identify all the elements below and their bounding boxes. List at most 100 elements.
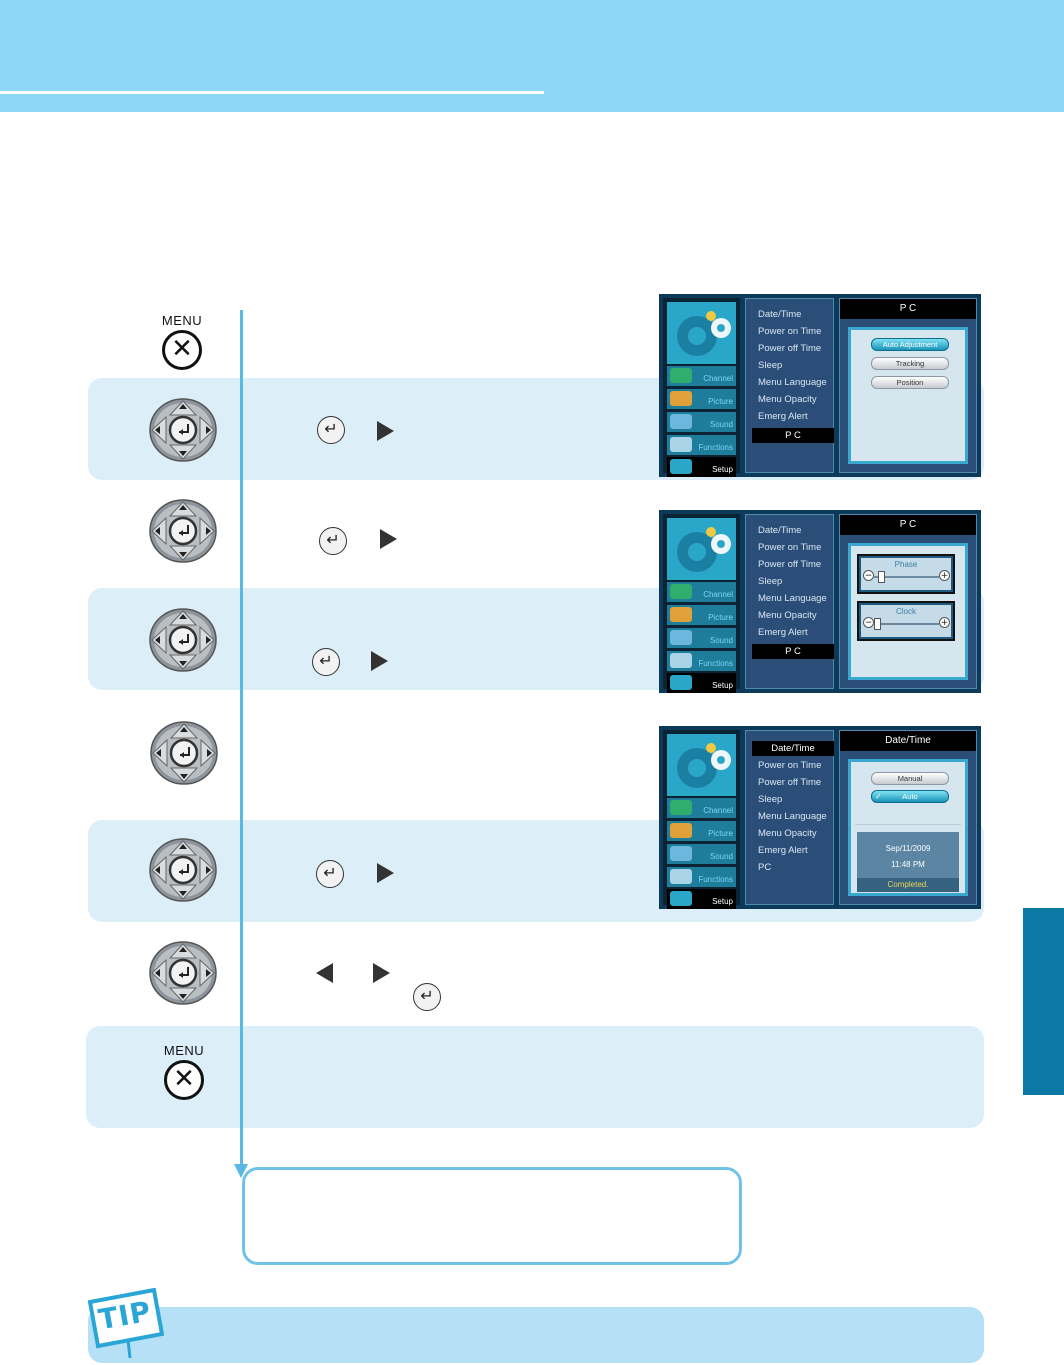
plus-icon[interactable]: + <box>939 617 950 628</box>
menu-button-label: MENU <box>161 313 203 328</box>
menu-item-menu-opacity[interactable]: Menu Opacity <box>758 610 817 621</box>
osd-setup-menu: Date/Time Power on Time Power off Time S… <box>745 730 834 905</box>
clock-slider[interactable]: Clock − + <box>857 601 955 641</box>
time-value: 11:48 PM <box>891 860 925 869</box>
dpad-icon[interactable] <box>148 607 218 673</box>
page-header <box>0 0 1064 112</box>
slider-track <box>873 623 939 625</box>
exit-icon: ✕ <box>162 330 202 370</box>
osd-pc-panel: P C Auto Adjustment Tracking Position <box>839 298 977 473</box>
osd-category-bar: Channel Picture Sound Functions Setup <box>663 298 740 477</box>
menu-item-sleep[interactable]: Sleep <box>758 794 783 805</box>
date-value: Sep/11/2009 <box>885 844 931 853</box>
check-icon: ✓ <box>875 792 882 801</box>
menu-item-power-off-time[interactable]: Power off Time <box>758 343 822 354</box>
menu-item-power-off-time[interactable]: Power off Time <box>758 559 822 570</box>
minus-icon[interactable]: − <box>863 617 874 628</box>
category-functions[interactable]: Functions <box>667 651 736 671</box>
menu-item-menu-language[interactable]: Menu Language <box>758 377 827 388</box>
status-text: Completed. <box>857 878 959 892</box>
slider-knob[interactable] <box>877 571 885 583</box>
menu-item-menu-opacity[interactable]: Menu Opacity <box>758 394 817 405</box>
category-functions[interactable]: Functions <box>667 435 736 455</box>
osd-category-bar: Channel Picture Sound Functions Setup <box>663 730 740 909</box>
menu-item-pc[interactable]: PC <box>758 862 772 873</box>
category-setup[interactable]: Setup <box>667 673 736 693</box>
panel-body: Manual ✓Auto Sep/11/2009 11:48 PM Comple… <box>848 759 968 896</box>
panel-title: P C <box>840 515 976 535</box>
menu-item-power-off-time[interactable]: Power off Time <box>758 777 822 788</box>
right-arrow-icon <box>380 529 397 549</box>
menu-item-menu-language[interactable]: Menu Language <box>758 811 827 822</box>
category-setup[interactable]: Setup <box>667 457 736 477</box>
menu-item-date-time[interactable]: Date/Time <box>758 309 802 320</box>
minus-icon[interactable]: − <box>863 570 874 581</box>
enter-icon: ↵ <box>316 860 344 888</box>
category-picture[interactable]: Picture <box>667 605 736 625</box>
date-time-readout: Sep/11/2009 11:48 PM Completed. <box>857 832 959 892</box>
option-position[interactable]: Position <box>871 376 949 389</box>
menu-item-pc[interactable]: P C <box>752 428 834 443</box>
enter-icon: ↵ <box>413 983 441 1011</box>
menu-item-date-time[interactable]: Date/Time <box>758 525 802 536</box>
right-arrow-icon <box>377 863 394 883</box>
slider-track <box>873 576 939 578</box>
menu-item-emerg-alert[interactable]: Emerg Alert <box>758 845 808 856</box>
right-arrow-icon <box>371 651 388 671</box>
category-setup[interactable]: Setup <box>667 889 736 909</box>
dpad-icon[interactable] <box>148 498 218 564</box>
category-functions[interactable]: Functions <box>667 867 736 887</box>
menu-item-menu-language[interactable]: Menu Language <box>758 593 827 604</box>
menu-button[interactable]: MENU ✕ <box>152 313 212 373</box>
osd-screen-tracking: Channel Picture Sound Functions Setup Da… <box>659 510 981 693</box>
dpad-icon[interactable] <box>148 397 218 463</box>
option-tracking[interactable]: Tracking <box>871 357 949 370</box>
panel-body: Auto Adjustment Tracking Position <box>848 327 968 464</box>
step-band-4 <box>86 1026 984 1128</box>
gear-icon <box>667 302 736 364</box>
menu-item-sleep[interactable]: Sleep <box>758 360 783 371</box>
osd-setup-menu: Date/Time Power on Time Power off Time S… <box>745 514 834 689</box>
right-arrow-icon <box>373 963 390 983</box>
menu-item-pc[interactable]: P C <box>752 644 834 659</box>
option-manual[interactable]: Manual <box>871 772 949 785</box>
slider-knob[interactable] <box>874 618 882 630</box>
menu-button[interactable]: MENU ✕ <box>154 1043 214 1103</box>
chapter-side-tab <box>1023 908 1064 1095</box>
menu-item-date-time[interactable]: Date/Time <box>752 741 834 756</box>
panel-body: Phase − + Clock − + <box>848 543 968 680</box>
phase-label: Phase <box>894 560 918 569</box>
osd-setup-menu: Date/Time Power on Time Power off Time S… <box>745 298 834 473</box>
menu-button-label: MENU <box>163 1043 205 1058</box>
note-box <box>242 1167 742 1265</box>
menu-item-menu-opacity[interactable]: Menu Opacity <box>758 828 817 839</box>
menu-item-power-on-time[interactable]: Power on Time <box>758 326 822 337</box>
tip-sign: TIP <box>88 1288 164 1359</box>
category-channel[interactable]: Channel <box>667 798 736 818</box>
enter-icon: ↵ <box>312 648 340 676</box>
phase-slider[interactable]: Phase − + <box>857 554 955 594</box>
dpad-icon[interactable] <box>148 837 218 903</box>
menu-item-emerg-alert[interactable]: Emerg Alert <box>758 627 808 638</box>
enter-icon: ↵ <box>319 527 347 555</box>
category-picture[interactable]: Picture <box>667 821 736 841</box>
dpad-icon[interactable] <box>149 720 219 786</box>
right-arrow-icon <box>377 421 394 441</box>
dpad-icon[interactable] <box>148 940 218 1006</box>
menu-item-power-on-time[interactable]: Power on Time <box>758 760 822 771</box>
panel-title: Date/Time <box>840 731 976 751</box>
category-picture[interactable]: Picture <box>667 389 736 409</box>
menu-item-sleep[interactable]: Sleep <box>758 576 783 587</box>
category-sound[interactable]: Sound <box>667 412 736 432</box>
category-channel[interactable]: Channel <box>667 366 736 386</box>
menu-item-emerg-alert[interactable]: Emerg Alert <box>758 411 808 422</box>
menu-item-power-on-time[interactable]: Power on Time <box>758 542 822 553</box>
category-channel[interactable]: Channel <box>667 582 736 602</box>
category-sound[interactable]: Sound <box>667 844 736 864</box>
osd-category-bar: Channel Picture Sound Functions Setup <box>663 514 740 693</box>
option-auto-adjustment[interactable]: Auto Adjustment <box>871 338 949 351</box>
option-auto[interactable]: ✓Auto <box>871 790 949 803</box>
plus-icon[interactable]: + <box>939 570 950 581</box>
osd-tracking-panel: P C Phase − + Clock − + <box>839 514 977 689</box>
category-sound[interactable]: Sound <box>667 628 736 648</box>
